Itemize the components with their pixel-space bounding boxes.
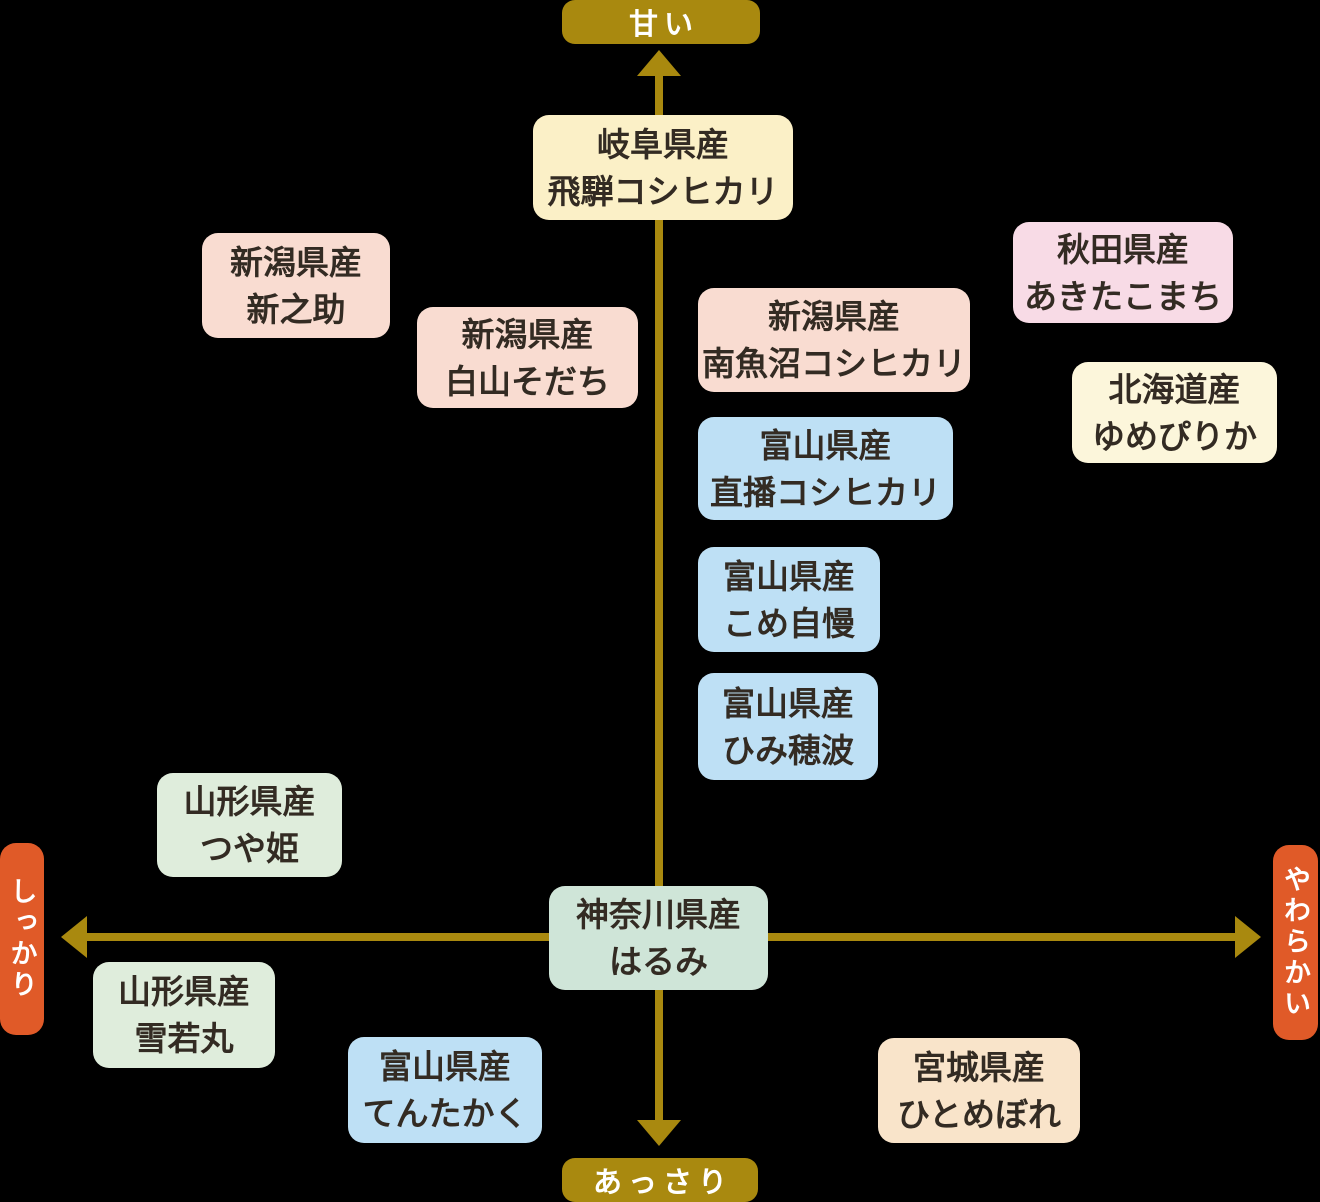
vertical-axis-line: [655, 68, 663, 1126]
axis-label-sweet: 甘い: [562, 0, 760, 44]
variety-text: 南魚沼コシヒカリ: [702, 345, 966, 382]
rice-variety-label: 新潟県産 南魚沼コシヒカリ: [698, 288, 970, 392]
rice-variety-label: 新潟県産 新之助: [202, 233, 390, 338]
rice-variety-label: 富山県産 直播コシヒカリ: [698, 417, 953, 520]
variety-text: つや姫: [200, 830, 299, 867]
variety-text: 白山そだち: [445, 362, 610, 400]
rice-variety-label: 岐阜県産 飛騨コシヒカリ: [533, 115, 793, 220]
prefecture-text: 山形県産: [183, 783, 316, 820]
arrow-down-icon: [637, 1120, 681, 1146]
rice-variety-label: 宮城県産 ひとめぼれ: [878, 1038, 1080, 1143]
rice-variety-label: 秋田県産 あきたこまち: [1013, 222, 1233, 323]
arrow-up-icon: [637, 50, 681, 76]
rice-variety-label: 山形県産 雪若丸: [93, 962, 275, 1068]
prefecture-text: 秋田県産: [1057, 230, 1189, 268]
variety-text: ひとめぼれ: [896, 1095, 1061, 1133]
prefecture-text: 宮城県産: [913, 1048, 1045, 1086]
variety-text: ゆめぴりか: [1092, 417, 1257, 455]
variety-text: 雪若丸: [134, 1020, 234, 1057]
prefecture-text: 新潟県産: [768, 298, 900, 335]
variety-text: 直播コシヒカリ: [710, 473, 941, 511]
prefecture-text: 新潟県産: [461, 315, 594, 353]
rice-variety-label: 富山県産 ひみ穂波: [698, 673, 878, 780]
prefecture-text: 山形県産: [118, 973, 250, 1010]
axis-label-soft: やわらかい: [1273, 845, 1318, 1040]
variety-text: 新之助: [246, 290, 346, 328]
prefecture-text: 北海道産: [1108, 370, 1241, 408]
arrow-right-icon: [1235, 916, 1261, 958]
axis-label-light: あっさり: [562, 1158, 758, 1202]
rice-variety-label: 富山県産 てんたかく: [348, 1037, 542, 1143]
variety-text: あきたこまち: [1024, 277, 1222, 315]
prefecture-text: 富山県産: [722, 684, 854, 722]
variety-text: はるみ: [609, 943, 708, 980]
prefecture-text: 富山県産: [379, 1048, 511, 1085]
axis-label-firm: しっかり: [0, 843, 44, 1035]
arrow-left-icon: [61, 916, 87, 958]
variety-text: 飛騨コシヒカリ: [547, 172, 779, 210]
variety-text: てんたかく: [362, 1095, 528, 1132]
prefecture-text: 新潟県産: [230, 243, 362, 281]
prefecture-text: 岐阜県産: [597, 125, 729, 163]
variety-text: こめ自慢: [723, 604, 855, 642]
rice-variety-label: 山形県産 つや姫: [157, 773, 342, 877]
rice-variety-label: 新潟県産 白山そだち: [417, 307, 638, 408]
variety-text: ひみ穂波: [722, 731, 854, 769]
prefecture-text: 富山県産: [723, 557, 855, 595]
prefecture-text: 富山県産: [759, 426, 892, 464]
prefecture-text: 神奈川県産: [576, 896, 741, 933]
rice-variety-label: 北海道産 ゆめぴりか: [1072, 362, 1277, 463]
rice-variety-label: 富山県産 こめ自慢: [698, 547, 880, 652]
rice-variety-label: 神奈川県産 はるみ: [549, 886, 768, 990]
